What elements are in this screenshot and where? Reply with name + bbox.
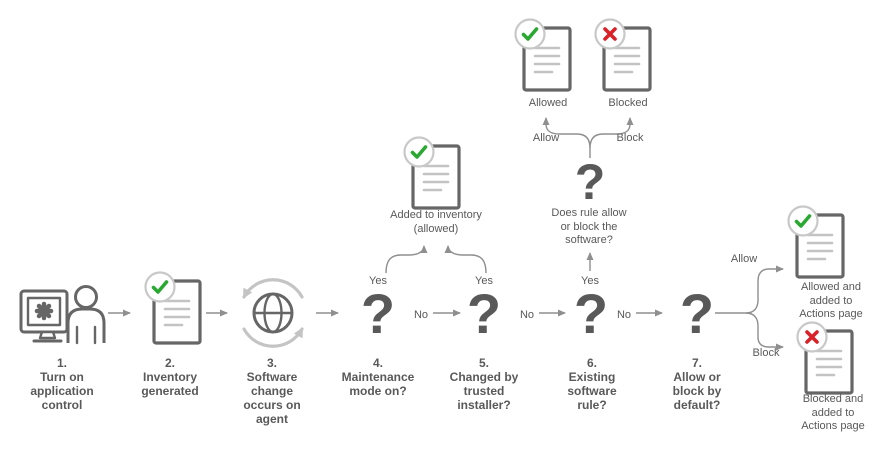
globe-sync-icon bbox=[242, 278, 304, 348]
arrow-yes-step5-inventory bbox=[444, 245, 487, 274]
question-mark-step5: ? bbox=[466, 282, 502, 345]
cross-icon bbox=[603, 27, 617, 41]
no-label-step5: No bbox=[519, 309, 535, 321]
rule-question-label: Does rule allow or block the software? bbox=[551, 207, 627, 246]
step-5-label: 5. Changed by trusted installer? bbox=[449, 356, 519, 412]
question-mark-step4: ? bbox=[360, 282, 396, 345]
yes-label-step4: Yes bbox=[369, 275, 387, 287]
document-cross-icon-blocked bbox=[594, 18, 652, 92]
computer-user-icon bbox=[19, 285, 106, 345]
step-4-label: 4. Maintenance mode on? bbox=[341, 356, 415, 398]
monitor-stand bbox=[38, 330, 57, 340]
step-6-label: 6. Existing software rule? bbox=[567, 356, 617, 412]
check-icon bbox=[410, 145, 428, 159]
question-mark-rule: ? bbox=[574, 154, 606, 210]
step-3-label: 3. Software change occurs on agent bbox=[243, 356, 301, 426]
allow-label-rule: Allow bbox=[532, 132, 560, 144]
no-label-step4: No bbox=[413, 309, 429, 321]
check-icon bbox=[521, 27, 539, 41]
yes-label-step5: Yes bbox=[475, 275, 493, 287]
allowed-actions-label: Allowed and added to Actions page bbox=[799, 281, 863, 320]
check-icon bbox=[794, 214, 812, 228]
person-head bbox=[74, 285, 98, 309]
block-label-step7: Block bbox=[752, 347, 780, 359]
blocked-actions-label: Blocked and added to Actions page bbox=[801, 393, 865, 432]
blocked-label: Blocked bbox=[608, 97, 648, 109]
document-check-icon-allowed bbox=[514, 18, 572, 92]
yes-label-step6: Yes bbox=[581, 275, 599, 287]
sync-arrow-bottom bbox=[242, 327, 304, 348]
gear-icon bbox=[34, 301, 54, 321]
question-mark-step6: ? bbox=[573, 282, 609, 345]
step-2-label: 2. Inventory generated bbox=[141, 356, 199, 398]
allow-label-step7: Allow bbox=[730, 253, 758, 265]
allowed-label: Allowed bbox=[528, 97, 568, 109]
person-body bbox=[66, 307, 106, 343]
cross-icon bbox=[805, 330, 819, 344]
no-label-step6: No bbox=[616, 309, 632, 321]
arrow-yes-step4-inventory bbox=[385, 245, 428, 274]
step-7-label: 7. Allow or block by default? bbox=[672, 356, 722, 412]
document-check-icon-inventory bbox=[144, 271, 202, 345]
arrow-block-step7-actions bbox=[745, 312, 784, 351]
arrow-allow-rule-allowed bbox=[542, 117, 591, 149]
block-label-rule: Block bbox=[616, 132, 644, 144]
sync-arrow-top bbox=[242, 278, 304, 299]
arrow-block-rule-blocked bbox=[589, 117, 634, 149]
document-check-icon-allowed-actions bbox=[787, 205, 845, 279]
document-cross-icon-blocked-actions bbox=[796, 321, 854, 395]
arrow-allow-step7-actions bbox=[745, 265, 784, 314]
flow-arrows bbox=[108, 117, 784, 351]
question-mark-step7: ? bbox=[679, 282, 715, 345]
step-1-label: 1. Turn on application control bbox=[30, 356, 94, 412]
check-icon bbox=[151, 280, 169, 294]
document-check-icon-added-inventory bbox=[403, 136, 461, 210]
added-to-inventory-label: Added to inventory (allowed) bbox=[390, 209, 482, 235]
